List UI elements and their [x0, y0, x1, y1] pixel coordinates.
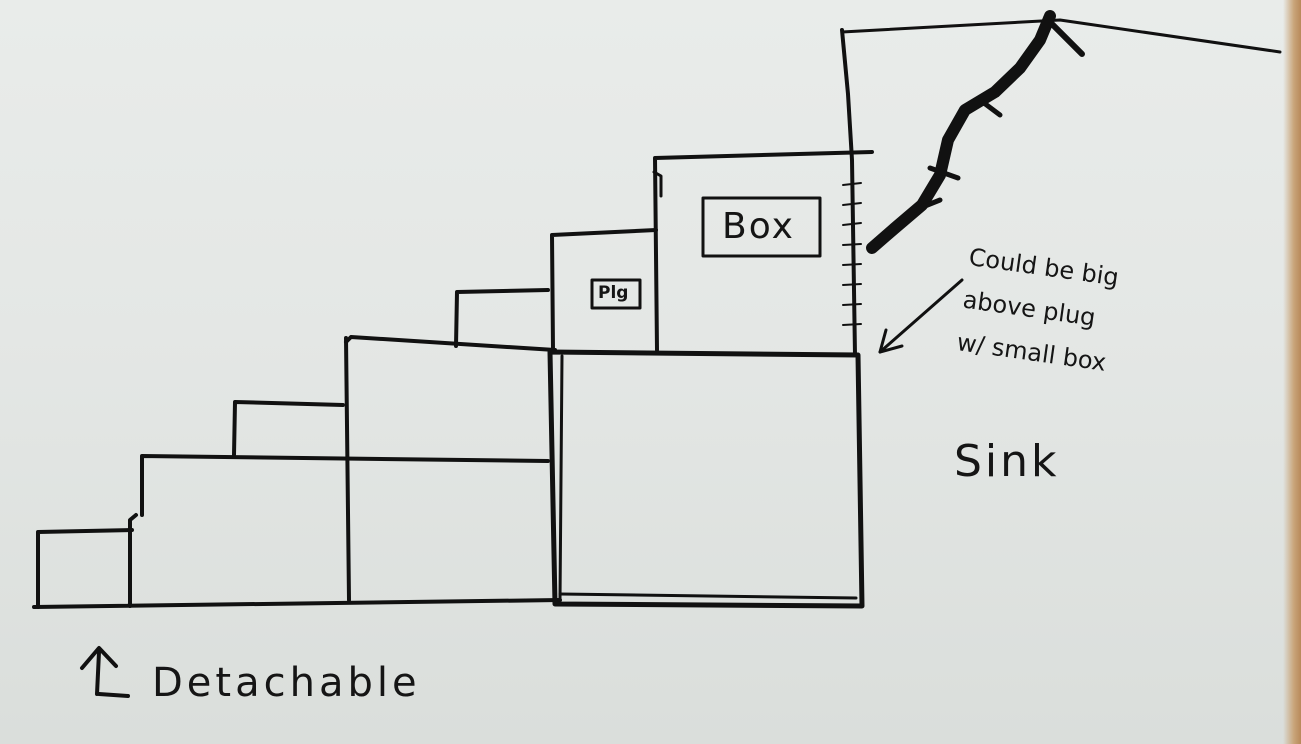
large-cabinet	[547, 349, 865, 609]
box-column-nub	[652, 170, 663, 198]
step-block-3-top	[344, 335, 557, 352]
box-column	[653, 150, 874, 352]
box-label: Box	[722, 206, 795, 247]
cabinet-inner-base	[558, 592, 858, 600]
step-block-2-left	[128, 513, 138, 608]
wall-line	[840, 28, 857, 357]
step-upper-small-2	[454, 288, 550, 348]
pipe-scribble	[866, 10, 1056, 254]
wall-tick-marks	[842, 182, 862, 326]
top-line	[840, 18, 1282, 54]
step-block-1	[36, 528, 134, 609]
detachable-arrow	[80, 646, 130, 698]
detachable-label: Detachable	[152, 660, 421, 706]
box-label-frame	[701, 196, 822, 258]
sink-label: Sink	[954, 436, 1060, 487]
base-line	[32, 598, 562, 609]
cabinet-inner-line	[558, 354, 564, 602]
step-upper-small	[232, 400, 345, 457]
plug-frame	[590, 278, 642, 310]
step-block-2-top	[140, 454, 550, 517]
paper-edge	[1283, 0, 1301, 744]
divider-mid	[344, 336, 351, 602]
note-arrow-head	[878, 328, 904, 354]
pipe-scribble-detail	[912, 97, 1003, 213]
annotation-note: Could be big above plug w/ small box	[954, 236, 1121, 385]
plug-column	[550, 228, 658, 352]
plug-label: Plg	[598, 283, 629, 303]
pipe-scribble-top	[1043, 15, 1085, 57]
note-arrow-shaft	[878, 278, 964, 354]
